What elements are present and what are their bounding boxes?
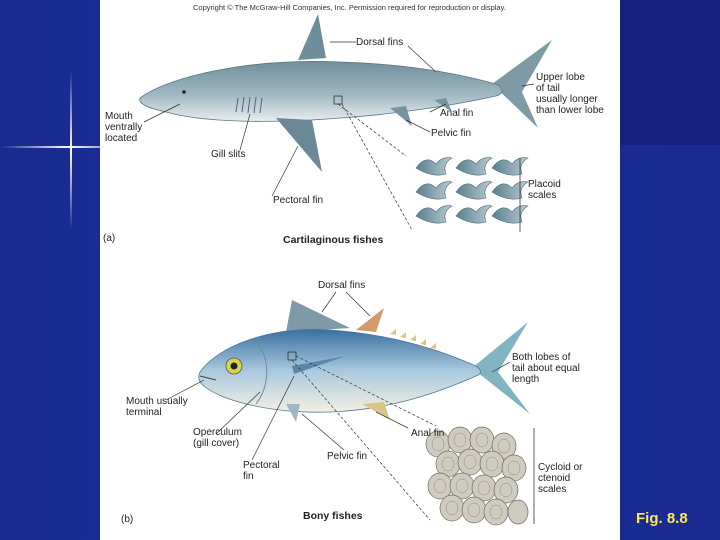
placoid-scales-label: Placoid scales — [528, 179, 561, 201]
tuna-operculum-label: Operculum (gill cover) — [193, 427, 242, 449]
tuna-both-lobes-label: Both lobes of tail about equal length — [512, 352, 580, 385]
light-streak-horizontal — [0, 146, 150, 148]
tuna-dorsal-fins-label: Dorsal fins — [318, 280, 366, 291]
shark-dorsal-fins-label: Dorsal fins — [356, 37, 404, 48]
figure-panel: Copyright © The McGraw-Hill Companies, I… — [100, 0, 620, 540]
cycloid-scales-drawing — [425, 426, 529, 526]
figure-illustration — [139, 14, 552, 526]
tuna-drawing — [198, 300, 530, 422]
light-streak-vertical — [70, 70, 72, 230]
shark-upper-lobe-label: Upper lobe of tail usually longer than l… — [536, 72, 604, 116]
tuna-pectoral-fin-label: Pectoral fin — [243, 460, 280, 482]
shark-mouth-label: Mouth ventrally located — [105, 111, 143, 144]
dark-band — [620, 0, 720, 145]
figure-number: Fig. 8.8 — [636, 510, 688, 527]
tuna-mouth-label: Mouth usually terminal — [126, 396, 188, 418]
panel-a-letter: (a) — [103, 233, 116, 244]
cartilaginous-caption: Cartilaginous fishes — [283, 234, 384, 246]
copyright-notice: Copyright © The McGraw-Hill Companies, I… — [193, 3, 506, 12]
tuna-dorsal-fin — [286, 300, 350, 332]
shark-gill-slits-label: Gill slits — [211, 149, 246, 160]
shark-eye — [182, 90, 186, 94]
shark-pectoral-fin-label: Pectoral fin — [273, 195, 324, 206]
shark-anal-fin-label: Anal fin — [440, 108, 474, 119]
tuna-anal-fin-label: Anal fin — [411, 428, 445, 439]
panel-b-letter: (b) — [121, 514, 134, 525]
cycloid-scales-label: Cycloid or ctenoid scales — [538, 462, 583, 495]
tuna-tail — [472, 322, 530, 414]
shark-drawing — [139, 14, 552, 172]
tuna-pelvic-fin-label: Pelvic fin — [327, 451, 368, 462]
placoid-scales-drawing — [415, 157, 529, 224]
shark-dorsal-fin — [298, 14, 326, 60]
bony-caption: Bony fishes — [303, 510, 363, 522]
shark-pelvic-fin-label: Pelvic fin — [431, 128, 472, 139]
shark-pectoral-fin — [276, 118, 322, 172]
shark-tail — [492, 40, 552, 128]
